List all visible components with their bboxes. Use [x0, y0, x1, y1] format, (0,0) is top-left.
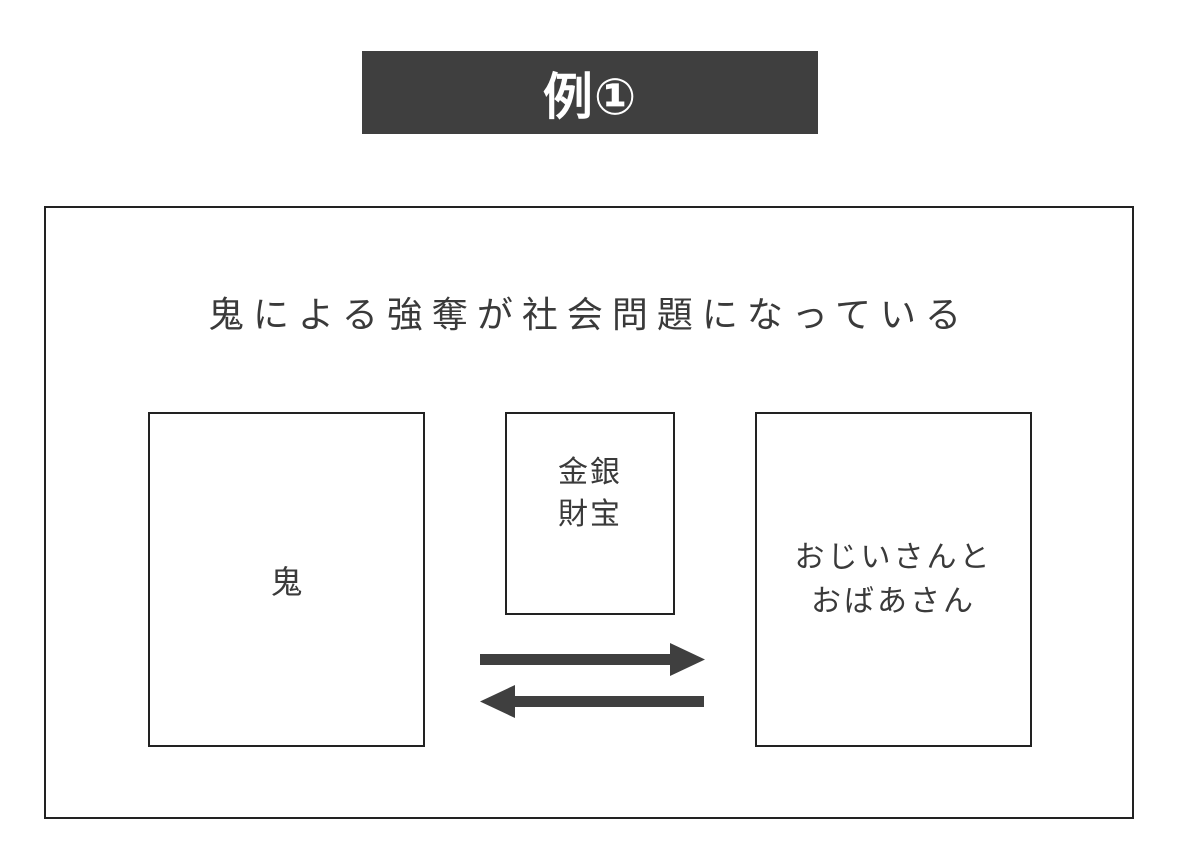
treasure-box: 金銀 財宝 — [505, 412, 675, 615]
diagram-headline: 鬼による強奪が社会問題になっている — [207, 295, 971, 336]
elders-label-line2: おばあさん — [811, 583, 976, 619]
exchange-arrows — [480, 643, 705, 718]
arrow-right-icon — [480, 643, 705, 676]
elders-box: おじいさんと おばあさん — [755, 412, 1032, 747]
arrow-left-icon — [480, 685, 704, 718]
oni-label: 鬼 — [270, 562, 303, 601]
oni-box: 鬼 — [148, 412, 425, 747]
treasure-label-line1: 金銀 — [558, 454, 622, 490]
title-banner: 例① — [362, 51, 818, 134]
treasure-label-line2: 財宝 — [558, 496, 622, 532]
diagram-frame — [44, 206, 1134, 819]
title-text: 例① — [542, 67, 638, 126]
elders-label-line1: おじいさんと — [794, 539, 993, 575]
